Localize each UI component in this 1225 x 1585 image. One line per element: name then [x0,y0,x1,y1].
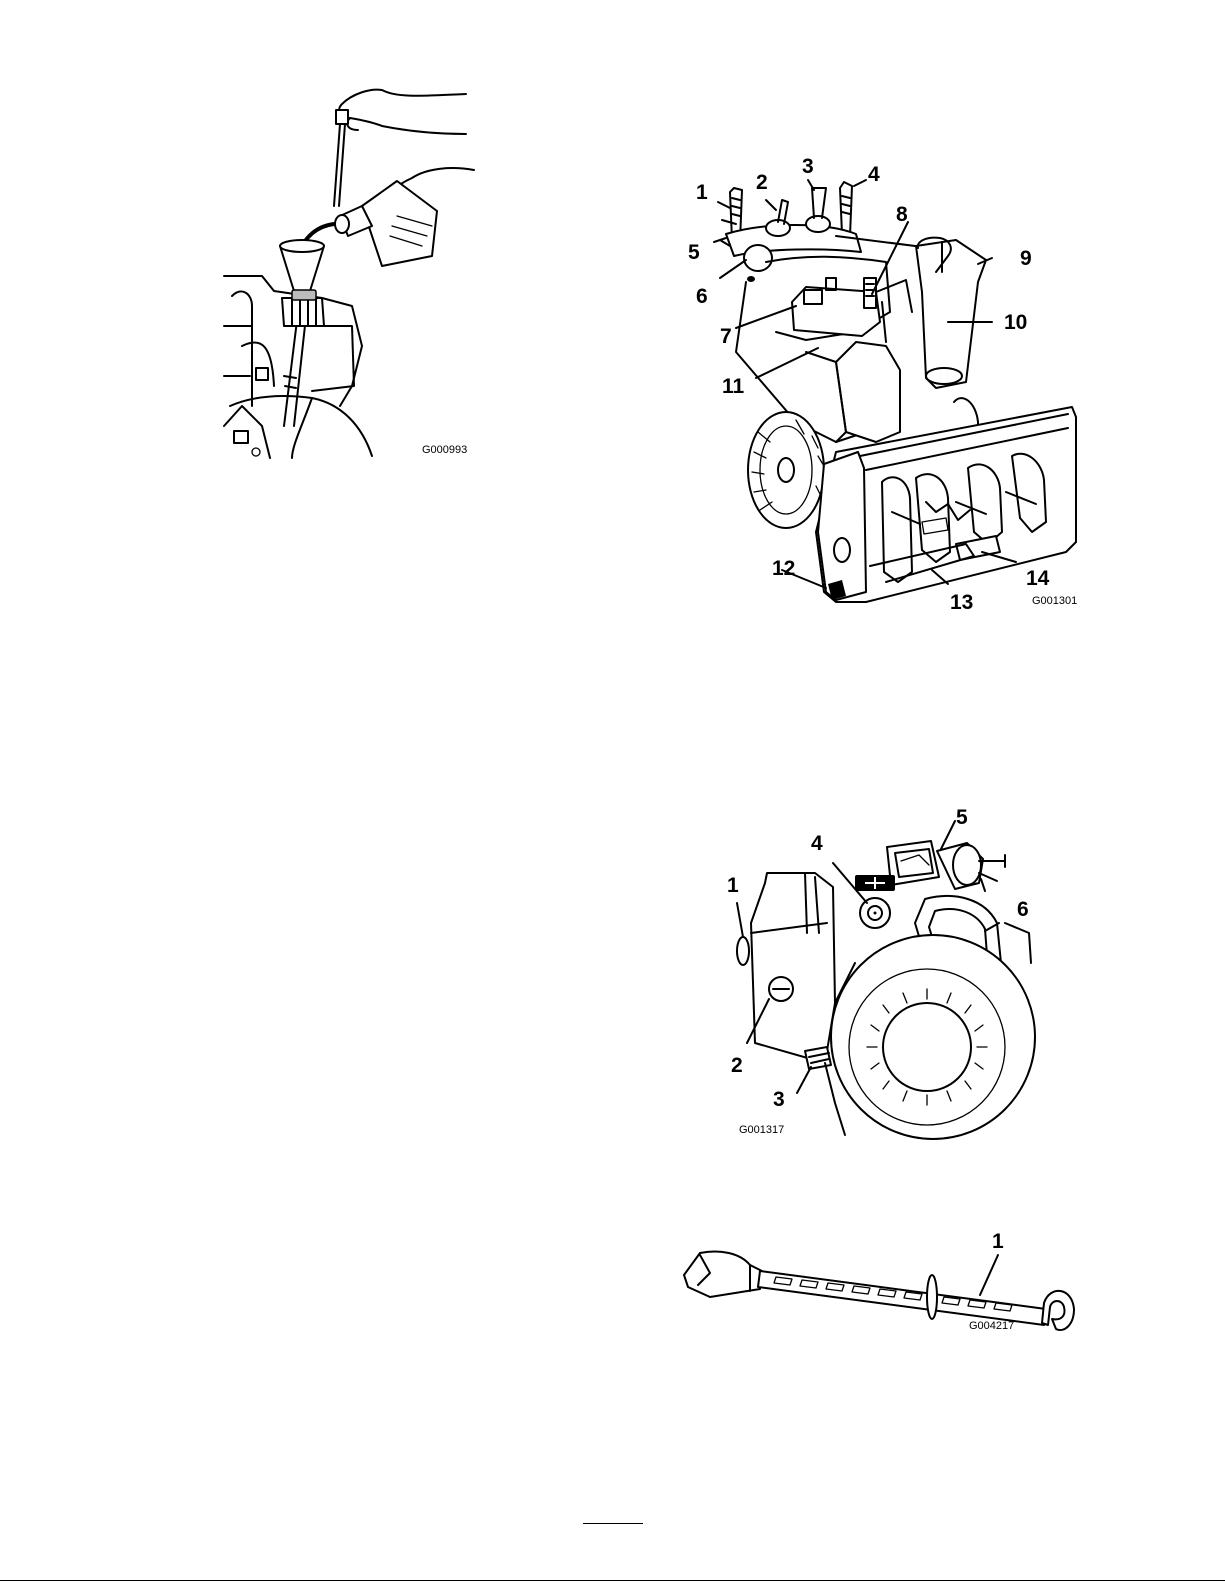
callout-13: 13 [950,592,973,613]
figure-engine-controls: 1 2 3 4 5 6 G001317 [715,803,1035,1138]
callout-5: 5 [688,242,700,263]
callout-1: 1 [696,182,708,203]
clearing-tool-illustration [680,1225,1080,1340]
callout-12: 12 [772,558,795,579]
figure-code: G004217 [969,1321,1014,1332]
callout-2: 2 [731,1055,743,1076]
callout-8: 8 [896,204,908,225]
figure-code: G001317 [739,1125,784,1136]
page-number-rule [583,1523,643,1524]
callout-5: 5 [956,807,968,828]
figure-snowthrower-overview: 1 2 3 4 5 6 7 8 9 10 11 12 13 14 G001301 [686,152,1086,622]
figure-clearing-tool: 1 G004217 [680,1225,1080,1340]
snowthrower-illustration [686,152,1086,622]
figure-code: G000993 [422,445,467,456]
callout-3: 3 [802,156,814,177]
callout-3: 3 [773,1089,785,1110]
callout-4: 4 [868,164,880,185]
figure-oil-fill: G000993 [222,86,477,461]
callout-1: 1 [727,875,739,896]
callout-10: 10 [1004,312,1027,333]
figure-code: G001301 [1032,596,1077,607]
callout-7: 7 [720,326,732,347]
callout-11: 11 [722,376,744,397]
callout-2: 2 [756,172,768,193]
callout-1: 1 [992,1231,1004,1252]
callout-6: 6 [696,286,708,307]
page-bottom-rule [0,1580,1225,1581]
callout-14: 14 [1026,568,1049,589]
callout-6: 6 [1017,899,1029,920]
oil-fill-illustration [222,86,477,461]
callout-9: 9 [1020,248,1032,269]
engine-controls-illustration [715,803,1035,1138]
callout-4: 4 [811,833,823,854]
